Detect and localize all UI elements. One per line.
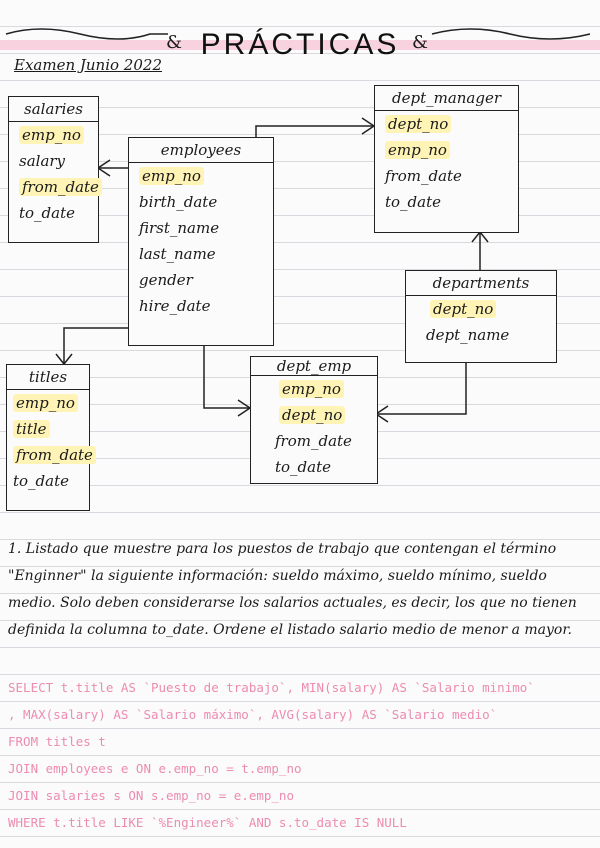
field-dept-no: dept_no (406, 296, 556, 322)
field-to-date: to_date (375, 189, 518, 215)
field-title: title (7, 416, 89, 442)
field-birth-date: birth_date (129, 189, 273, 215)
field-first-name: first_name (129, 215, 273, 241)
question-text: 1. Listado que muestre para los puestos … (8, 536, 593, 644)
sql-line: , MAX(salary) AS `Salario máximo`, AVG(s… (8, 707, 598, 722)
table-name: titles (7, 365, 89, 390)
table-dept-emp: dept_emp emp_no dept_no from_date to_dat… (250, 356, 378, 484)
field-last-name: last_name (129, 241, 273, 267)
departments-deptemp-link (376, 362, 466, 414)
field-emp-no: emp_no (7, 390, 89, 416)
field-from-date: from_date (9, 174, 98, 200)
sql-line: JOIN salaries s ON s.emp_no = e.emp_no (8, 788, 598, 803)
field-emp-no: emp_no (9, 122, 98, 148)
field-emp-no: emp_no (375, 137, 518, 163)
table-name: dept_emp (251, 357, 377, 376)
sql-line: WHERE t.title LIKE `%Engineer%` AND s.to… (8, 815, 598, 830)
field-emp-no: emp_no (129, 163, 273, 189)
table-name: employees (129, 138, 273, 163)
field-gender: gender (129, 267, 273, 293)
table-departments: departments dept_no dept_name (405, 270, 557, 363)
table-dept-manager: dept_manager dept_no emp_no from_date to… (374, 85, 519, 233)
field-emp-no: emp_no (251, 376, 377, 402)
employees-deptemp-link (204, 345, 250, 408)
field-from-date: from_date (375, 163, 518, 189)
table-titles: titles emp_no title from_date to_date (6, 364, 90, 511)
field-hire-date: hire_date (129, 293, 273, 319)
sql-line: JOIN employees e ON e.emp_no = t.emp_no (8, 761, 598, 776)
table-salaries: salaries emp_no salary from_date to_date (8, 96, 99, 243)
field-salary: salary (9, 148, 98, 174)
field-to-date: to_date (7, 468, 89, 494)
field-dept-name: dept_name (406, 322, 556, 348)
field-dept-no: dept_no (375, 111, 518, 137)
field-to-date: to_date (251, 454, 377, 480)
table-name: salaries (9, 97, 98, 122)
sql-line: SELECT t.title AS `Puesto de trabajo`, M… (8, 680, 598, 695)
table-employees: employees emp_no birth_date first_name l… (128, 137, 274, 346)
field-to-date: to_date (9, 200, 98, 226)
table-name: dept_manager (375, 86, 518, 111)
field-dept-no: dept_no (251, 402, 377, 428)
sql-line: FROM titles t (8, 734, 598, 749)
employees-deptmanager-link (256, 126, 374, 137)
employees-titles-link (64, 328, 128, 364)
field-from-date: from_date (251, 428, 377, 454)
table-name: departments (406, 271, 556, 296)
field-from-date: from_date (7, 442, 89, 468)
